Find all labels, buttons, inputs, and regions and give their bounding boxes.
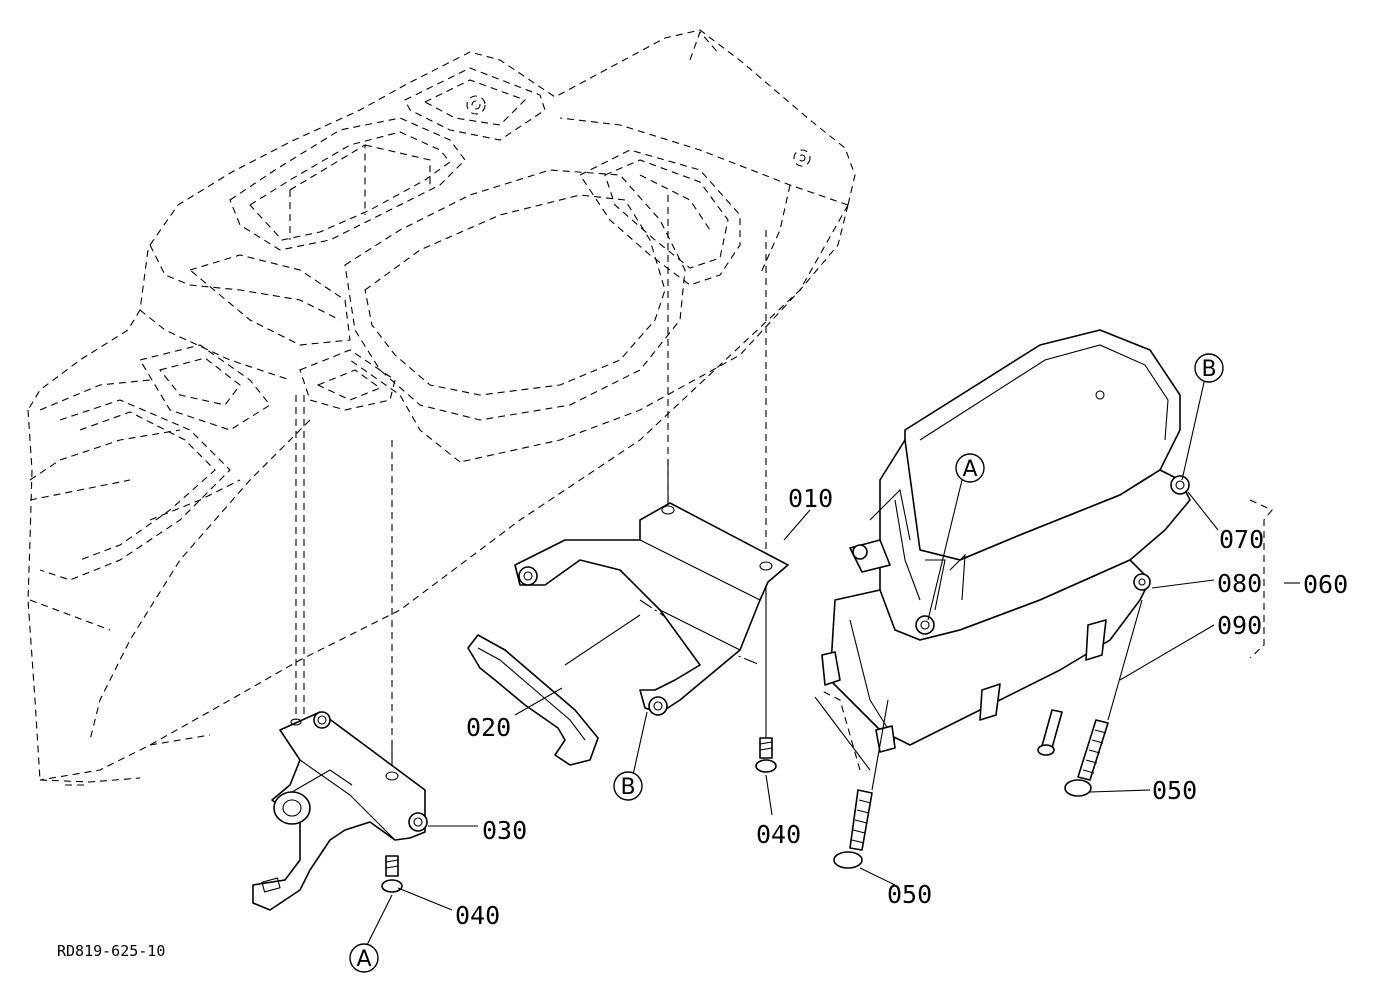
svg-text:B: B [1201,357,1216,382]
svg-text:B: B [620,775,635,800]
bracket-030 [252,711,428,911]
part-label-010: 010 [788,484,833,513]
bolt-050-left [833,699,889,869]
callout-a-top: A [955,453,985,483]
part-label-080: 080 [1217,569,1262,598]
svg-text:A: A [962,457,977,482]
part-label-050-right: 050 [1152,776,1197,805]
grip-020 [467,634,599,766]
part-label-020: 020 [466,713,511,742]
part-label-070: 070 [1219,525,1264,554]
callout-a-bottom: A [349,943,379,973]
container-060 [821,329,1191,753]
part-label-050-left: 050 [887,880,932,909]
console-housing-outline [27,29,856,786]
callout-b-bottom: B [613,771,643,801]
svg-text:A: A [356,947,371,972]
bolt-050-middle [1037,709,1063,756]
bracket-010 [514,502,789,716]
leader-lines [366,377,1300,946]
part-label-040-left: 040 [455,901,500,930]
part-label-040-right: 040 [756,820,801,849]
screw-040-right [755,737,777,773]
bolt-050-right [1064,599,1143,797]
callout-b-top: B [1194,353,1224,383]
part-label-090: 090 [1217,611,1262,640]
part-label-030: 030 [482,816,527,845]
drawing-code: RD819-625-10 [57,942,165,960]
screw-040-left [381,855,403,893]
part-label-060: 060 [1303,570,1348,599]
